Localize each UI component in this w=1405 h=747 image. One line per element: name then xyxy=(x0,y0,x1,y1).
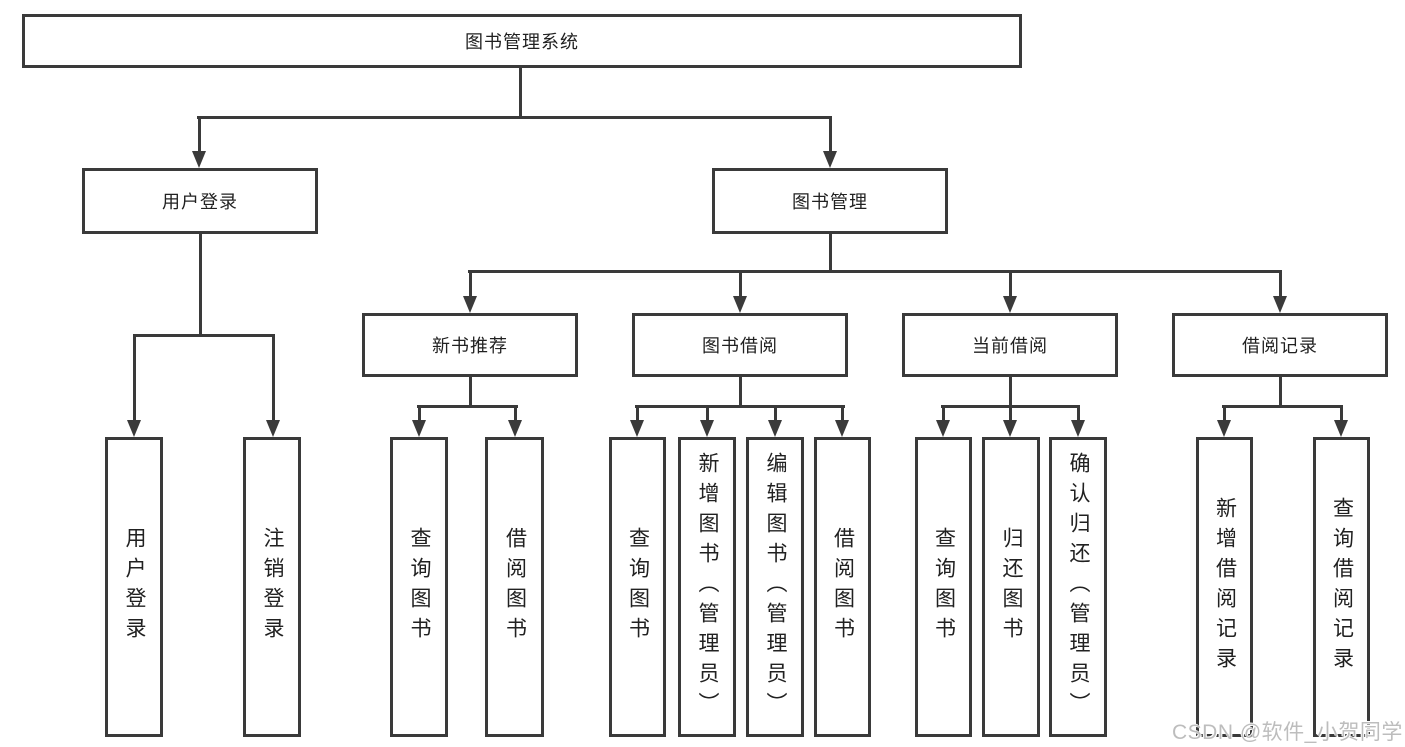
arrow-down-icon xyxy=(630,420,644,437)
arrow-down-icon xyxy=(733,296,747,313)
arrow-down-icon xyxy=(266,420,280,437)
connector-line xyxy=(829,116,832,156)
node-borrow-books-recommend: 借阅图书 xyxy=(485,437,544,737)
node-current-borrowing: 当前借阅 xyxy=(902,313,1118,377)
connector-line xyxy=(272,334,275,426)
arrow-down-icon xyxy=(1273,296,1287,313)
node-logout: 注销登录 xyxy=(243,437,301,737)
node-label: 用户登录 xyxy=(162,192,238,212)
arrow-down-icon xyxy=(1071,420,1085,437)
connector-line xyxy=(133,334,136,426)
connector-line xyxy=(1279,270,1282,299)
node-label: 借阅记录 xyxy=(1242,336,1318,356)
connector-line xyxy=(1009,270,1012,299)
node-label: 确认归还（管理员） xyxy=(1067,452,1091,722)
node-query-books-current: 查询图书 xyxy=(915,437,972,737)
node-book-management: 图书管理 xyxy=(712,168,948,234)
connector-line xyxy=(1340,405,1343,423)
connector-line xyxy=(133,334,275,337)
node-label: 新书推荐 xyxy=(432,336,508,356)
arrow-down-icon xyxy=(127,420,141,437)
connector-line xyxy=(198,116,201,156)
node-query-books-borrowing: 查询图书 xyxy=(609,437,666,737)
arrow-down-icon xyxy=(835,420,849,437)
node-edit-books-admin: 编辑图书（管理员） xyxy=(746,437,804,737)
node-user-login: 用户登录 xyxy=(82,168,318,234)
connector-line xyxy=(1009,375,1012,408)
node-label: 查询借阅记录 xyxy=(1330,497,1354,677)
arrow-down-icon xyxy=(463,296,477,313)
node-label: 查询图书 xyxy=(932,527,956,647)
node-query-borrow-record: 查询借阅记录 xyxy=(1313,437,1370,737)
node-borrow-books-leaf: 借阅图书 xyxy=(814,437,871,737)
node-label: 编辑图书（管理员） xyxy=(764,452,788,722)
node-label: 当前借阅 xyxy=(972,336,1048,356)
arrow-down-icon xyxy=(1003,296,1017,313)
connector-line xyxy=(636,405,639,423)
connector-line xyxy=(469,270,472,299)
node-label: 注销登录 xyxy=(261,527,285,647)
connector-line xyxy=(942,405,945,423)
node-label: 图书管理系统 xyxy=(465,32,579,52)
node-label: 图书借阅 xyxy=(702,336,778,356)
connector-line xyxy=(197,116,832,119)
node-label: 新增借阅记录 xyxy=(1213,497,1237,677)
arrow-down-icon xyxy=(412,420,426,437)
connector-line xyxy=(739,375,742,408)
arrow-down-icon xyxy=(1217,420,1231,437)
arrow-down-icon xyxy=(700,420,714,437)
connector-line xyxy=(199,232,202,337)
connector-line xyxy=(1077,405,1080,423)
connector-line xyxy=(1223,405,1226,423)
node-label: 图书管理 xyxy=(792,192,868,212)
node-user-login-leaf: 用户登录 xyxy=(105,437,163,737)
arrow-down-icon xyxy=(508,420,522,437)
node-label: 归还图书 xyxy=(1000,527,1024,647)
node-label: 借阅图书 xyxy=(831,527,855,647)
connector-line xyxy=(417,405,518,408)
node-return-books: 归还图书 xyxy=(982,437,1040,737)
connector-line xyxy=(635,405,845,408)
csdn-watermark: CSDN @软件_小贺同学 xyxy=(1172,721,1403,744)
connector-line xyxy=(706,405,709,423)
node-add-borrow-record: 新增借阅记录 xyxy=(1196,437,1253,737)
node-library-management-system: 图书管理系统 xyxy=(22,14,1022,68)
connector-line xyxy=(841,405,844,423)
node-label: 查询图书 xyxy=(626,527,650,647)
node-label: 用户登录 xyxy=(123,527,147,647)
connector-line xyxy=(1009,405,1012,423)
connector-line xyxy=(1222,405,1343,408)
connector-line xyxy=(739,270,742,299)
connector-line xyxy=(774,405,777,423)
arrow-down-icon xyxy=(936,420,950,437)
connector-line xyxy=(468,270,1282,273)
connector-line xyxy=(514,405,517,423)
node-confirm-return-admin: 确认归还（管理员） xyxy=(1049,437,1107,737)
connector-line xyxy=(829,232,832,273)
arrow-down-icon xyxy=(192,151,206,168)
connector-line xyxy=(519,66,522,119)
node-book-borrowing: 图书借阅 xyxy=(632,313,848,377)
arrow-down-icon xyxy=(768,420,782,437)
connector-line xyxy=(418,405,421,423)
node-borrowing-records: 借阅记录 xyxy=(1172,313,1388,377)
arrow-down-icon xyxy=(823,151,837,168)
arrow-down-icon xyxy=(1003,420,1017,437)
connector-line xyxy=(469,375,472,408)
node-label: 查询图书 xyxy=(408,527,432,647)
node-query-books-recommend: 查询图书 xyxy=(390,437,448,737)
node-label: 新增图书（管理员） xyxy=(696,452,720,722)
arrow-down-icon xyxy=(1334,420,1348,437)
node-new-book-recommendation: 新书推荐 xyxy=(362,313,578,377)
connector-line xyxy=(1279,375,1282,408)
node-label: 借阅图书 xyxy=(503,527,527,647)
node-add-books-admin: 新增图书（管理员） xyxy=(678,437,736,737)
